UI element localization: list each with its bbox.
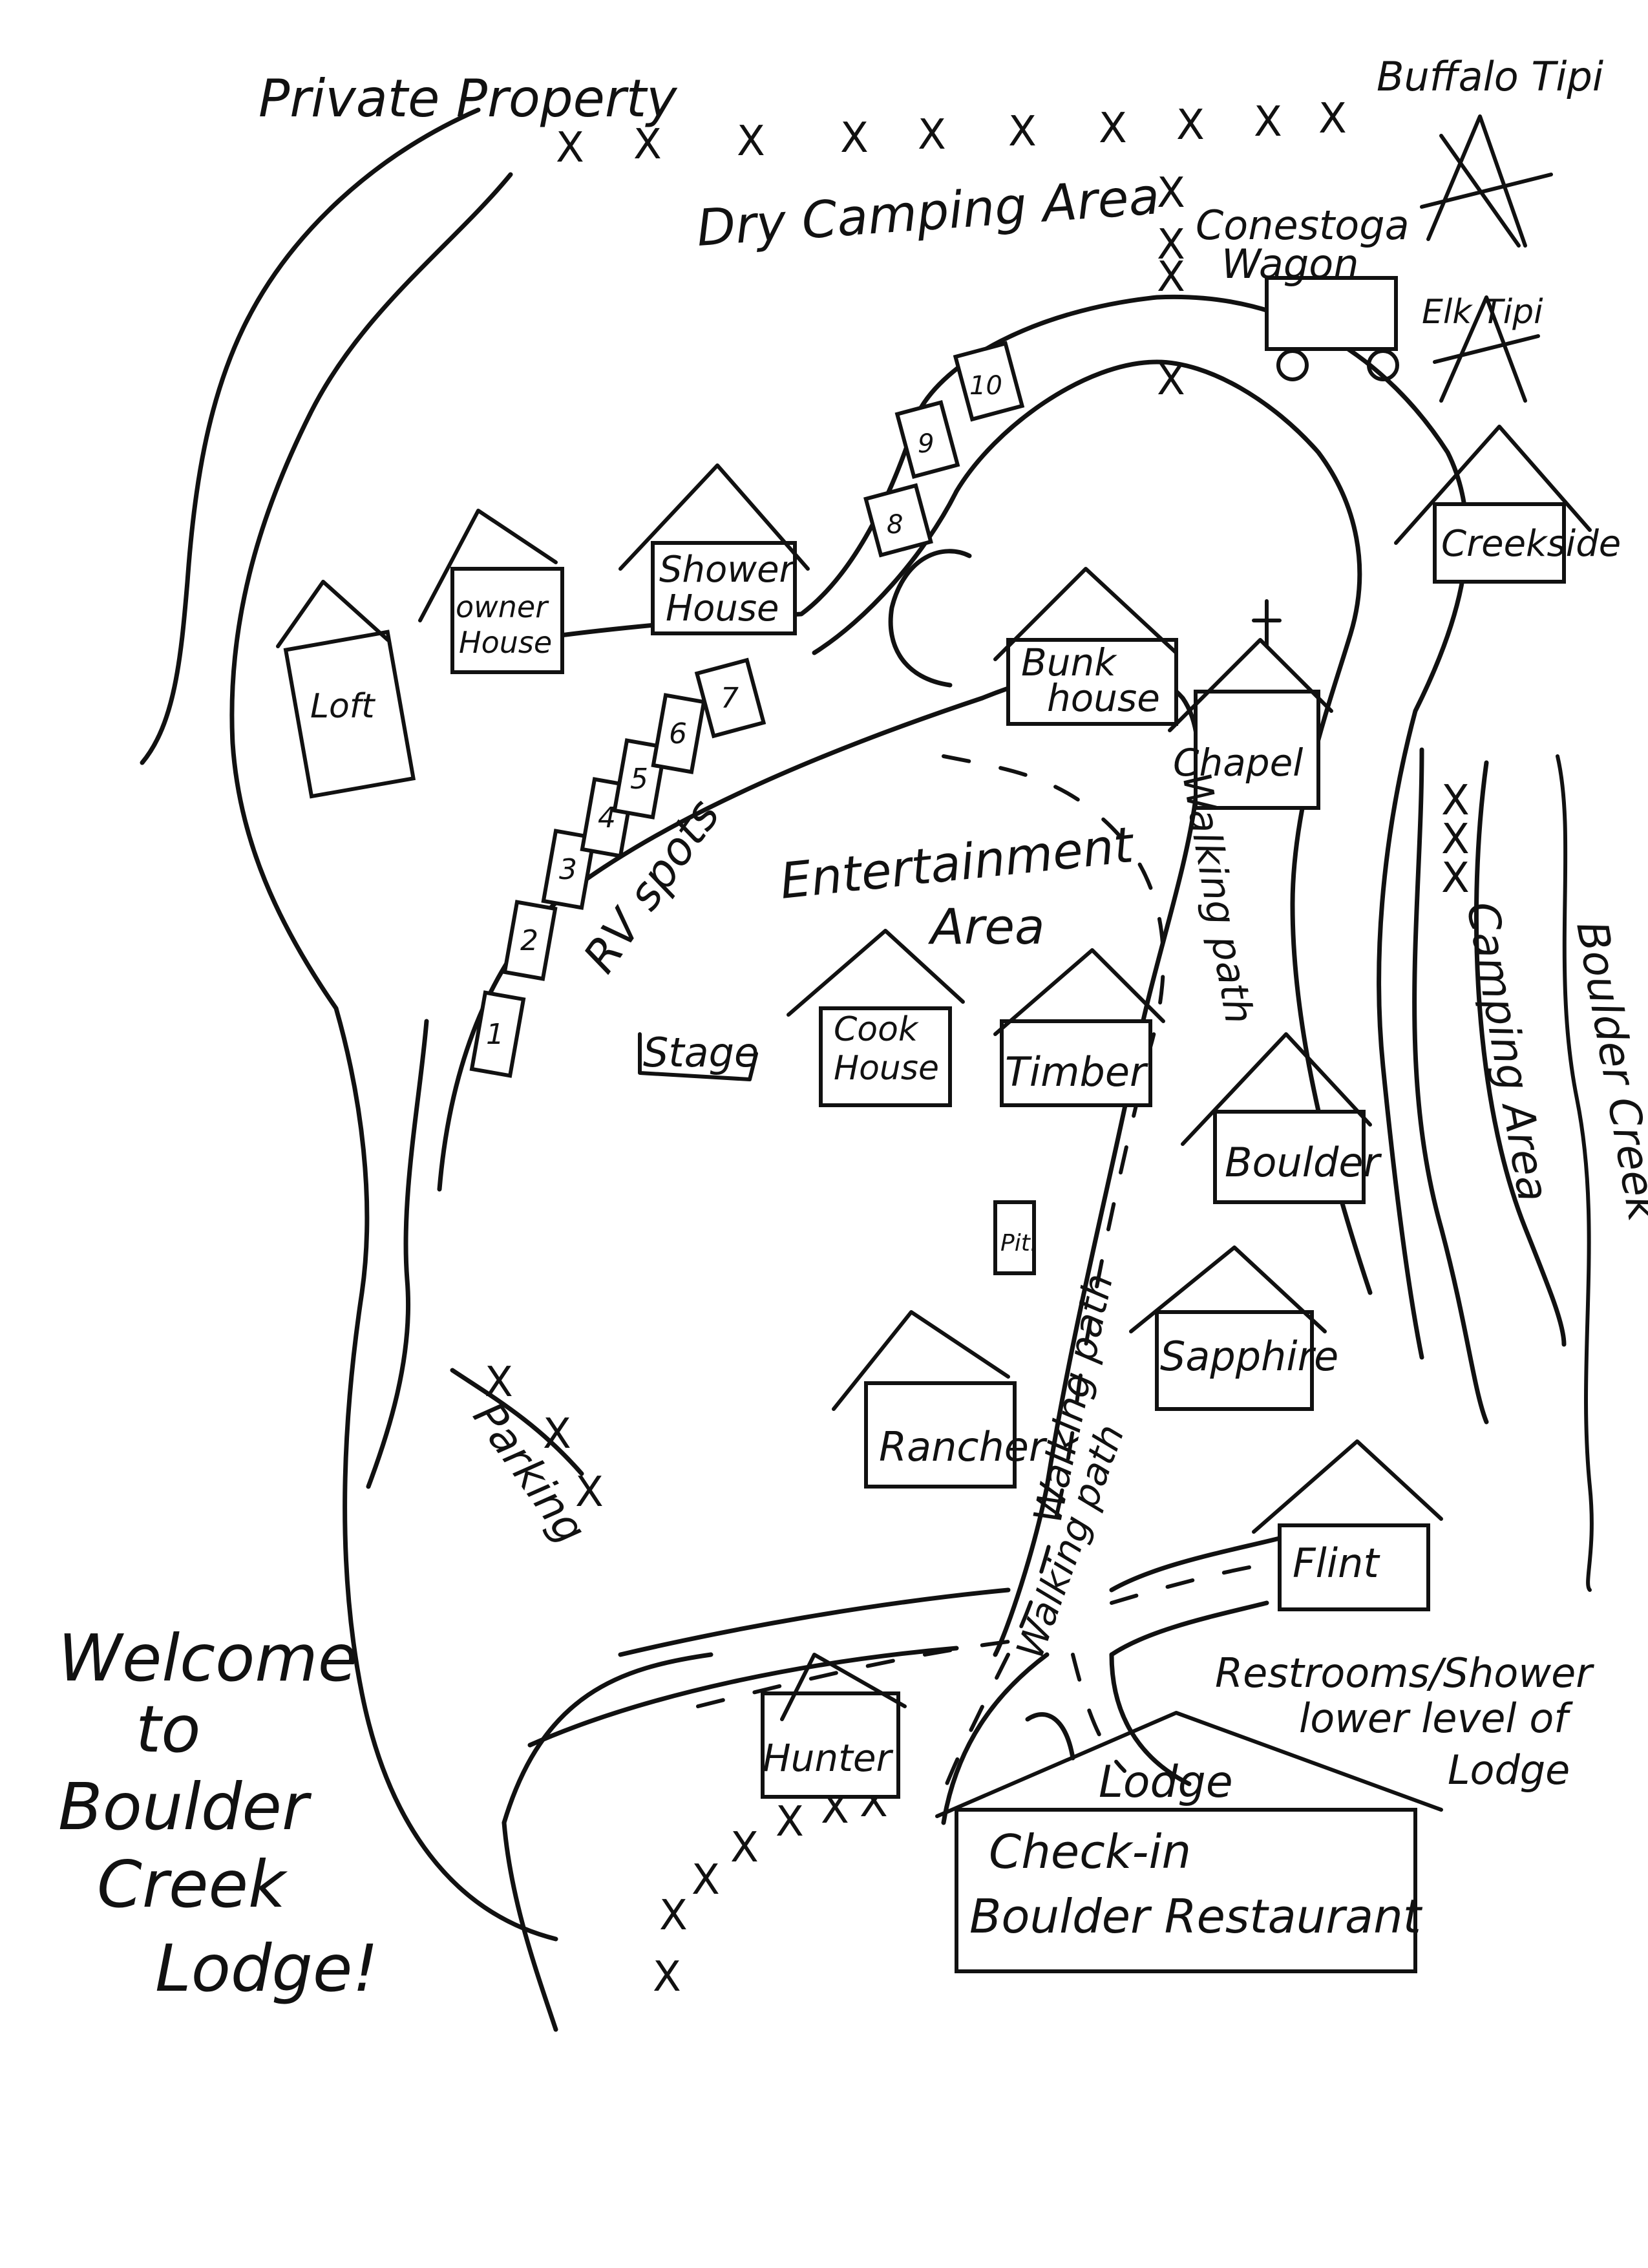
fence-x: X [737,118,765,165]
rv-spot-2: 2 [520,924,538,957]
building-rancher: Rancher [832,1310,1048,1489]
conestoga-label-2: Wagon [1221,240,1359,288]
restrooms-label-3: Lodge [1448,1746,1570,1794]
rv-spot-8: 8 [887,510,903,540]
fence-x: X [633,121,662,169]
welcome-line-4: Creek [97,1847,288,1922]
boulder-label: Boulder [1225,1139,1382,1186]
welcome-line-3: Boulder [58,1769,312,1845]
pit-label: Pit. [1000,1230,1037,1256]
building-hunter: Hunter [761,1653,907,1799]
fence-x: X [1157,221,1185,269]
rv-spot-6: 6 [669,717,687,750]
building-flint: Flint [1252,1439,1443,1611]
restrooms-label-2: lower level of [1299,1695,1573,1742]
building-bunk-house: Bunk house [993,567,1178,726]
rv-spot-3: 3 [559,853,577,886]
fence-x: X [730,1824,759,1872]
entertainment-area-label-2: Area [927,898,1045,955]
building-cook-house: Cook House [787,929,965,1107]
elk-tipi-label: Elk Tipi [1422,293,1543,332]
owner-house-label-2: House [459,625,552,660]
shower-house-label-2: House [666,588,779,630]
rv-spot-4: 4 [598,801,616,834]
creekside-label: Creekside [1441,523,1621,565]
fence-x: X [1157,169,1185,217]
buffalo-tipi: Buffalo Tipi [1377,53,1603,248]
fence-x: X [659,1892,688,1940]
building-timber: Timber [993,948,1165,1107]
building-boulder: Boulder [1181,1032,1382,1204]
fence-x: X [1441,816,1470,864]
fence-x: X [1254,98,1282,146]
building-shower-house: Shower House [618,463,810,635]
fence-x: X [1099,105,1127,153]
fence-x: X [1008,108,1037,156]
building-loft: Loft [276,580,416,799]
restrooms-label-1: Restrooms/Shower [1215,1649,1594,1697]
fence-x: X [1441,777,1470,825]
rv-spot-10: 10 [969,371,1002,401]
restaurant-label: Boulder Restaurant [969,1889,1423,1944]
fence-x: X [840,114,869,162]
hunter-label: Hunter [763,1736,894,1780]
rv-spots: 1 2 3 4 5 6 7 8 9 10 [469,341,1025,1078]
dry-camping-label: Dry Camping Area [695,167,1161,258]
conestoga-label-1: Conestoga [1196,202,1410,249]
sapphire-label: Sapphire [1160,1333,1338,1380]
fire-pit: Pit. [993,1200,1037,1275]
building-sapphire: Sapphire [1129,1245,1338,1411]
fence-x: X [485,1359,513,1406]
fence-x: X [1441,854,1470,902]
check-in-label: Check-in [989,1825,1191,1879]
welcome-message: Welcome to Boulder Creek Lodge! [58,1620,378,2006]
chapel-label: Chapel [1173,741,1303,785]
elk-tipi: Elk Tipi [1422,293,1543,403]
fence-x: X [1176,101,1205,149]
fence-x: X [575,1468,604,1516]
fence-x: X [653,1953,681,2001]
fence-x: X [1157,357,1185,405]
boulder-creek-label: Boulder Creek [1567,917,1648,1226]
buffalo-tipi-label: Buffalo Tipi [1377,53,1603,100]
bunk-house-label-2: house [1047,676,1160,720]
stage-label: Stage [643,1029,759,1076]
rancher-label: Rancher [879,1423,1048,1470]
building-creekside: Creekside [1394,425,1621,584]
welcome-line-1: Welcome [58,1620,357,1696]
building-lodge: Lodge Check-in Boulder Restaurant [935,1711,1443,1973]
rv-spot-1: 1 [486,1018,504,1051]
fence-x: X [543,1410,571,1458]
building-owner-house: owner House [418,509,564,674]
fence-x: X [692,1856,720,1904]
welcome-line-5: Lodge! [155,1931,378,2006]
fence-x: X [1318,95,1347,143]
fence-x: X [776,1798,804,1846]
timber-label: Timber [1005,1048,1148,1096]
building-chapel: Chapel [1168,599,1333,810]
entertainment-area-label-1: Entertainment [777,816,1138,910]
fence-marks: X X X X X X X X X X X X X X X X X X X X … [485,95,1470,2001]
fence-x: X [556,124,584,172]
bunk-house-label-1: Bunk [1021,641,1117,684]
rv-spot-7: 7 [721,682,739,715]
cook-house-label-1: Cook [834,1010,919,1049]
loft-label: Loft [310,687,375,726]
fence-x: X [918,111,946,159]
private-property-label: Private Property [259,69,678,129]
stage: Stage [638,1029,759,1081]
rv-spot-9: 9 [918,429,934,459]
fence-x: X [1157,253,1185,301]
owner-house-label-1: owner [456,589,549,624]
rv-spot-5: 5 [630,763,648,796]
camping-area-label: Camping Area [1457,898,1558,1205]
flint-label: Flint [1293,1540,1380,1587]
welcome-line-2: to [136,1691,200,1767]
shower-house-label-1: Shower [659,549,796,591]
walking-path-dashes [696,754,1269,1812]
conestoga-wagon: Conestoga Wagon [1196,202,1410,381]
cook-house-label-2: House [834,1049,939,1088]
lodge-label: Lodge [1099,1757,1233,1808]
